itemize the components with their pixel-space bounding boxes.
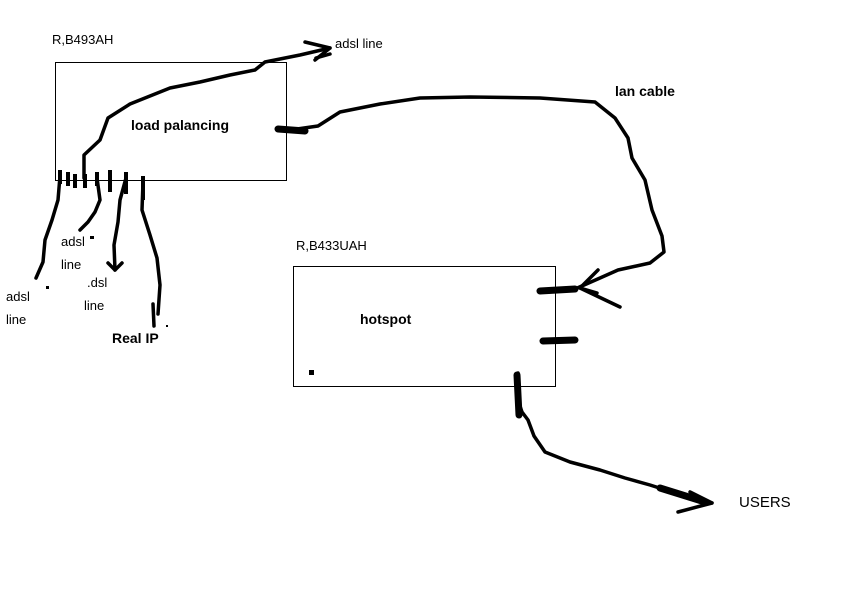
users-connector [656, 484, 709, 506]
port1-speck [46, 286, 49, 289]
adsl-line-top-label: adsl line [335, 36, 383, 51]
lan-cable-wire [288, 95, 666, 292]
port1-label-line1: adsl [6, 289, 30, 304]
port3-label-line1: .dsl [87, 275, 108, 290]
port3-wire [112, 176, 128, 272]
real-ip-wire [140, 180, 162, 316]
router2-users-port [513, 371, 523, 419]
router2-box [293, 266, 556, 387]
port2-label-line2: line [61, 257, 82, 272]
lan-cable-label: lan cable [615, 83, 675, 99]
port2-label-line1: adsl [61, 234, 85, 249]
real-ip-speck [166, 325, 168, 327]
router2-led [309, 370, 314, 375]
router2-lan-port [536, 285, 579, 295]
router2-model-label: R,B433UAH [296, 238, 367, 253]
port1-wire [34, 174, 62, 280]
port3-arrow [106, 261, 124, 272]
lan-cable-arrow-tail [578, 286, 599, 295]
router2-lan-port2 [539, 336, 579, 345]
adsl-uplink-dash [314, 52, 332, 60]
real-ip-label: Real IP [112, 330, 159, 346]
port3-label-line2: line [84, 298, 105, 313]
router2-function-label: hotspot [360, 311, 412, 327]
port1-label-line2: line [6, 312, 27, 327]
port2-speck [90, 236, 94, 239]
users-arrow [676, 490, 714, 514]
real-ip-stub [151, 302, 156, 328]
users-label: USERS [739, 494, 791, 511]
router1-model-label: R,B493AH [52, 32, 114, 47]
router1-lan-port [274, 125, 309, 135]
adsl-uplink-wire [82, 46, 332, 180]
users-wire [516, 371, 714, 505]
router1-function-label: load palancing [131, 117, 230, 133]
router1-box [55, 62, 287, 181]
port2-wire [78, 176, 102, 232]
